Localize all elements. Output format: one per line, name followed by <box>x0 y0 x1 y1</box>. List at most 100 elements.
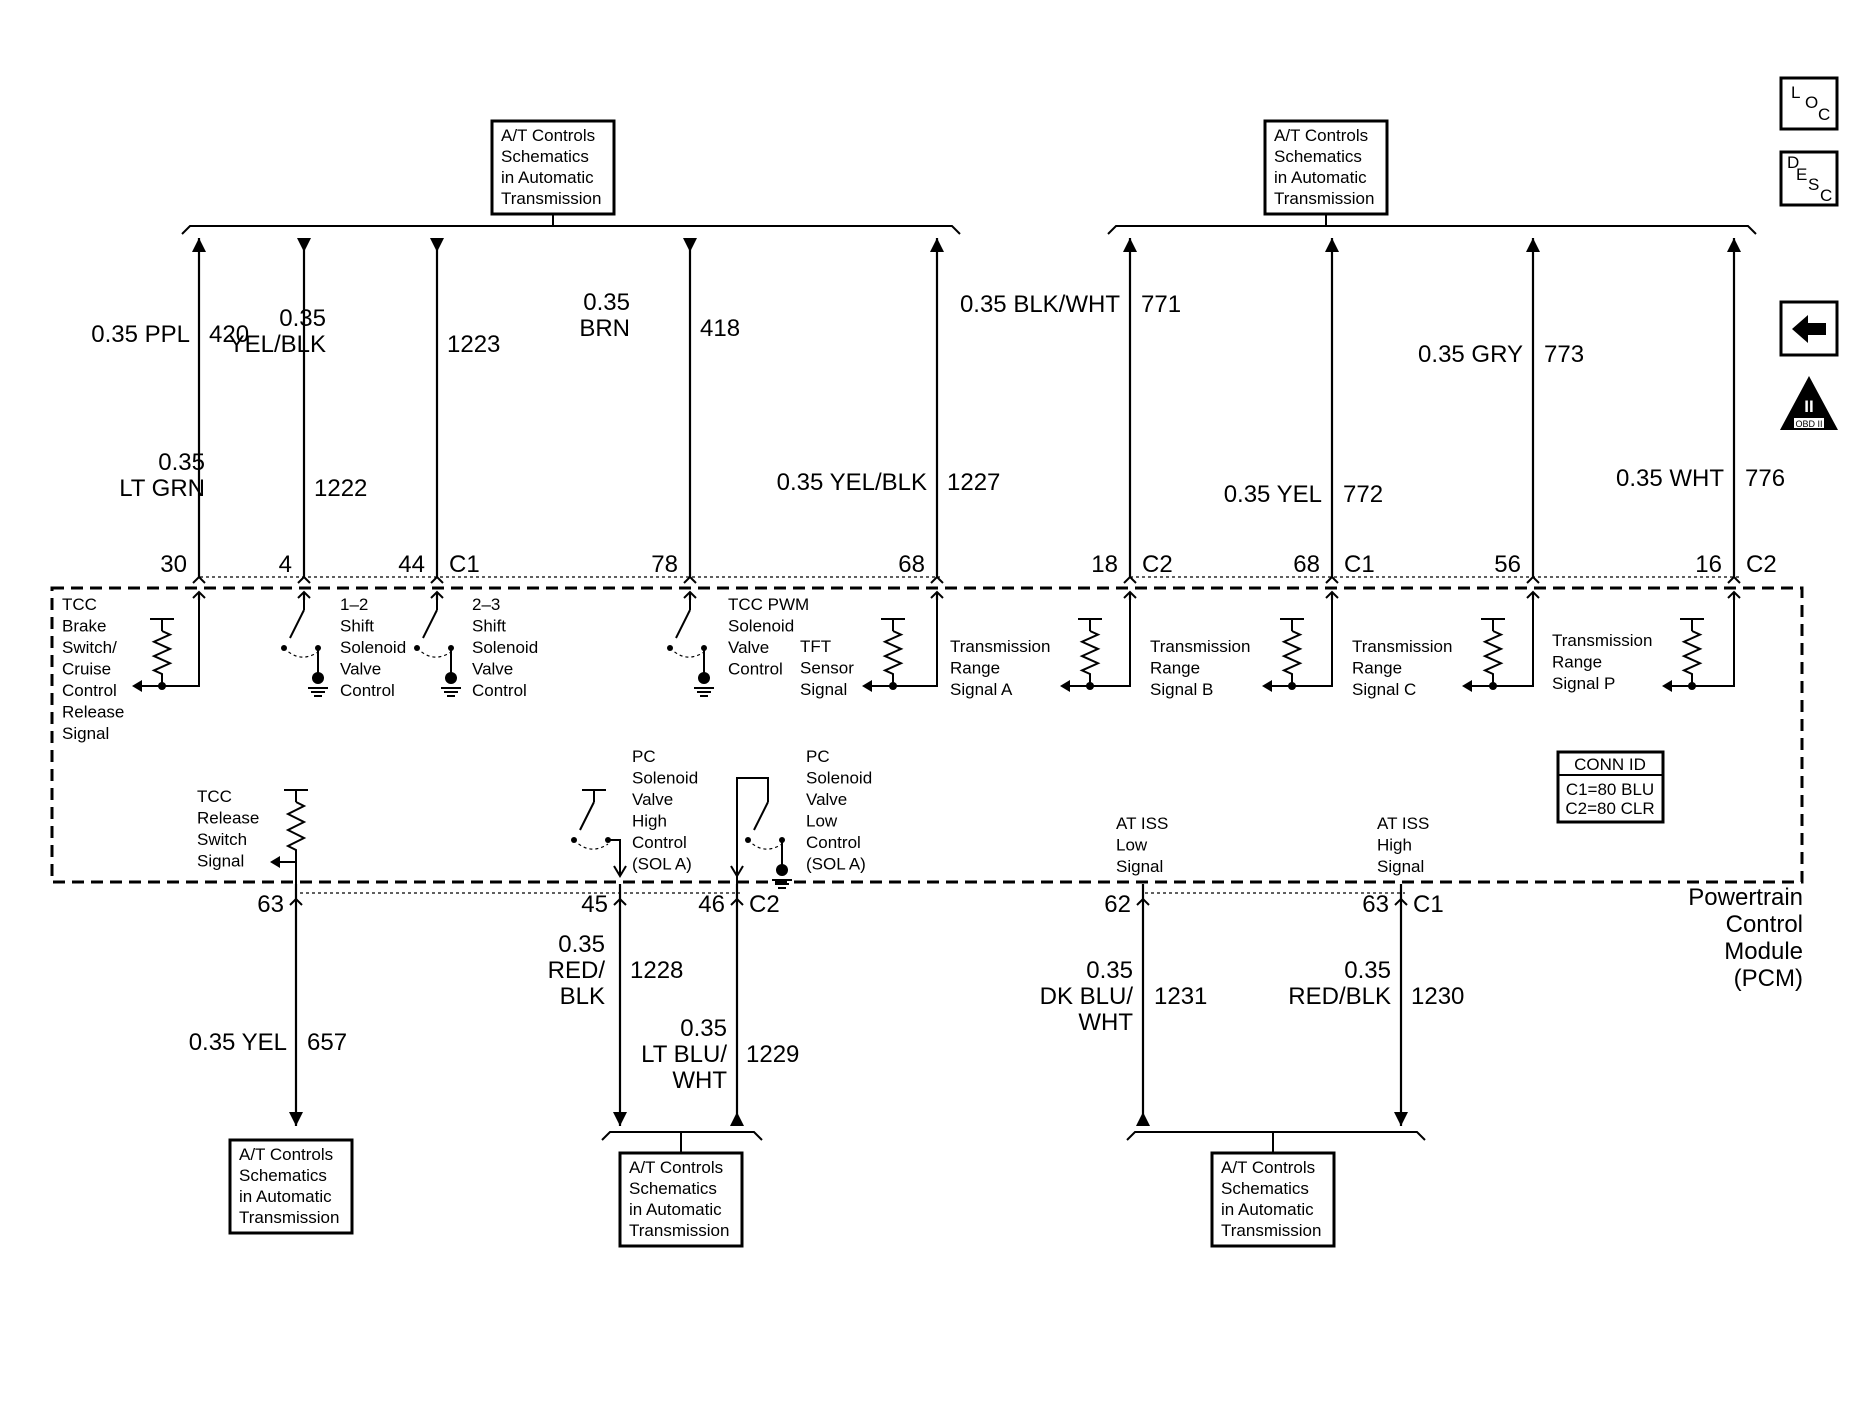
component-label: TFT <box>800 637 831 656</box>
connector-chevron <box>683 575 697 584</box>
wire-color-label: DK BLU/ <box>1040 983 1134 1010</box>
component-label: Signal <box>1116 857 1163 876</box>
ground-dot <box>312 672 324 684</box>
reference-box-text: Transmission <box>1274 189 1374 208</box>
component-label: Valve <box>728 638 769 657</box>
wire-color-label: 0.35 BLK/WHT <box>960 291 1120 318</box>
arrowhead-up <box>1123 238 1137 252</box>
component-label: TCC <box>62 595 97 614</box>
switch-blade <box>675 609 691 639</box>
wire-color-label: BRN <box>579 315 630 342</box>
component-label: Low <box>1116 836 1148 855</box>
desc-letter: D <box>1787 153 1799 172</box>
connector-id: C1 <box>1413 891 1444 918</box>
switch-link <box>573 839 609 850</box>
connector-chevron <box>430 575 444 584</box>
circuit-number: 1231 <box>1154 983 1207 1010</box>
component-label: 1–2 <box>340 595 368 614</box>
component-label: High <box>632 812 667 831</box>
component-label: Sensor <box>800 659 854 678</box>
component-label: Brake <box>62 617 106 636</box>
arrowhead-up <box>730 1112 744 1126</box>
wire-color-label: 0.35 <box>558 931 605 958</box>
loc-letter: L <box>1791 83 1800 102</box>
component-label: Transmission <box>1552 631 1652 650</box>
circuit-number: 420 <box>209 321 249 348</box>
circuit-number: 1229 <box>746 1041 799 1068</box>
component-label: Control <box>340 681 395 700</box>
component-label: Valve <box>806 790 847 809</box>
connector-chevron <box>1727 575 1741 584</box>
component-label: Valve <box>472 660 513 679</box>
component-label: Signal <box>800 680 847 699</box>
component-label: Range <box>950 659 1000 678</box>
arrowhead-down <box>683 238 697 252</box>
connector-chevron <box>1123 575 1137 584</box>
wire-color-label: 0.35 YEL <box>189 1029 287 1056</box>
wire-color-label: YEL/BLK <box>229 331 326 358</box>
module-label: Control <box>1726 911 1803 938</box>
wire-color-label: 0.35 <box>158 449 205 476</box>
reference-box-text: in Automatic <box>1221 1200 1314 1219</box>
component-label: AT ISS <box>1116 814 1168 833</box>
wire-color-label: 0.35 WHT <box>1616 465 1724 492</box>
desc-button[interactable] <box>1779 150 1839 207</box>
wire-color-label: LT BLU/ <box>641 1041 727 1068</box>
obd-label: OBD II <box>1795 419 1822 429</box>
ground-dot <box>776 864 788 876</box>
component-label: Signal C <box>1352 680 1416 699</box>
circuit-number: 657 <box>307 1029 347 1056</box>
reference-box-text: Schematics <box>1274 147 1362 166</box>
reference-box <box>228 1138 354 1235</box>
pin-number: 46 <box>698 891 725 918</box>
bottom-bus-right <box>1126 1131 1426 1141</box>
pin-number: 68 <box>898 551 925 578</box>
signal-arrow <box>270 856 280 868</box>
wire-color-label: BLK <box>560 983 605 1010</box>
wire-color-label: 0.35 PPL <box>91 321 190 348</box>
ref-connector <box>552 214 1327 226</box>
resistor-zigzag <box>1482 630 1504 686</box>
wire-color-label: RED/BLK <box>1288 983 1391 1010</box>
reference-box-text: A/T Controls <box>1274 126 1368 145</box>
pc-low-trace <box>736 777 769 884</box>
loc-letter: C <box>1818 105 1830 124</box>
conn-id-box <box>1556 750 1665 824</box>
reference-box-text: in Automatic <box>239 1187 332 1206</box>
arrowhead-up <box>192 238 206 252</box>
component-label: Transmission <box>1150 637 1250 656</box>
connector-chevron <box>1136 897 1150 906</box>
reference-box-text: in Automatic <box>629 1200 722 1219</box>
reference-box-text: A/T Controls <box>501 126 595 145</box>
loc-button[interactable] <box>1779 76 1839 131</box>
connector-chevron <box>1325 575 1339 584</box>
resistor-zigzag <box>882 630 904 686</box>
arrowhead-up <box>1136 1112 1150 1126</box>
obd-triangle-icon <box>1780 376 1838 430</box>
component-label: Valve <box>340 660 381 679</box>
switch-link <box>416 647 452 658</box>
wire-color-label: LT GRN <box>119 475 205 502</box>
switch-link <box>747 839 783 850</box>
switch-link <box>283 647 319 658</box>
reference-box-text: Transmission <box>239 1208 339 1227</box>
circuit-number: 1222 <box>314 475 367 502</box>
arrowhead-down <box>1394 1112 1408 1126</box>
component-label: Solenoid <box>472 638 538 657</box>
component-label: Release <box>197 809 259 828</box>
component-label: Switch/ <box>62 638 117 657</box>
signal-trace <box>1292 598 1333 687</box>
obd-plate <box>1794 418 1824 428</box>
pin-number: 63 <box>1362 891 1389 918</box>
connector-chevron <box>1526 575 1540 584</box>
wire-color-label: 0.35 <box>1086 957 1133 984</box>
component-label: Signal B <box>1150 680 1213 699</box>
component-label: Solenoid <box>806 769 872 788</box>
pc-high-arrow <box>613 865 627 878</box>
arrowhead-down <box>297 238 311 252</box>
component-label: Shift <box>340 617 374 636</box>
component-label: Range <box>1150 659 1200 678</box>
connector-chevron <box>297 575 311 584</box>
